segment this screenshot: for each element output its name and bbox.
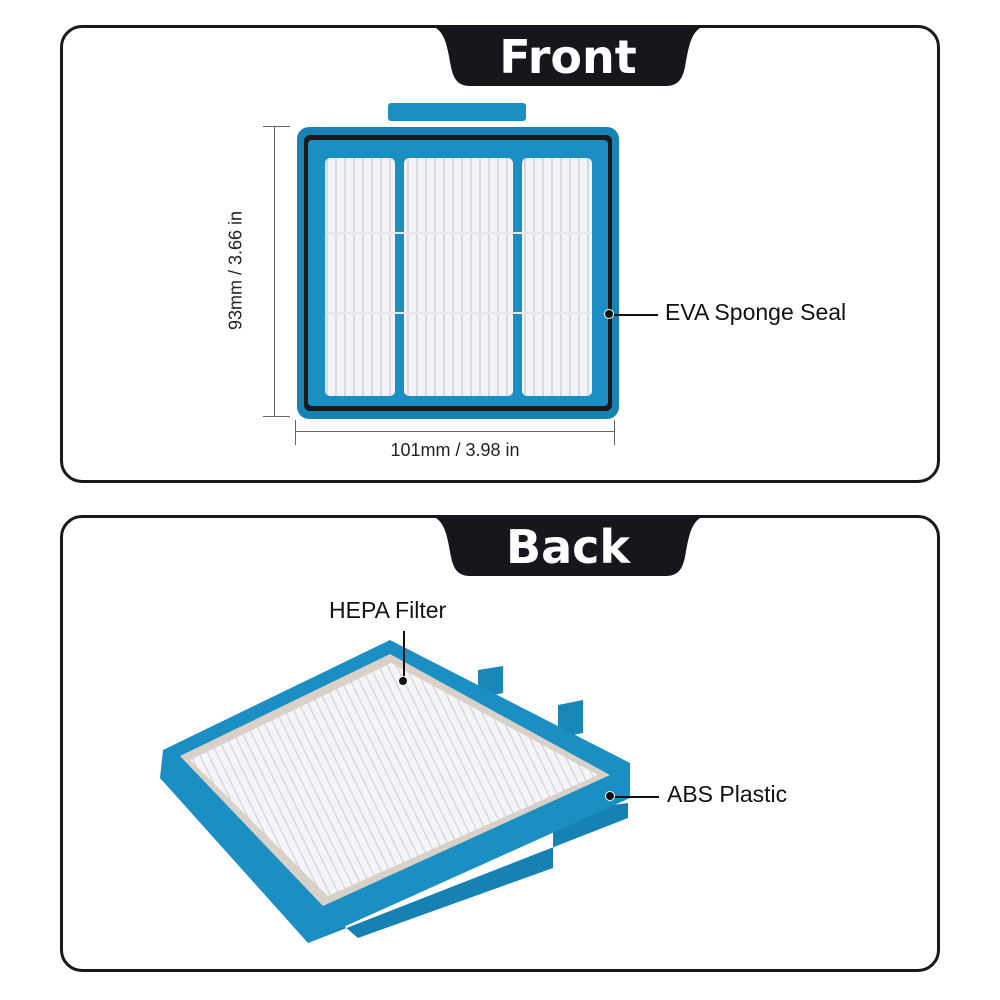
- front-view-panel: Front 93mm / 3.66 in 101mm / 3.98 in: [60, 25, 940, 483]
- width-ruler-line: [295, 431, 614, 432]
- hepa-callout-label: HEPA Filter: [329, 597, 447, 623]
- back-title-tab: Back: [429, 515, 707, 579]
- tab-shape: [429, 25, 707, 86]
- abs-callout-label: ABS Plastic: [667, 781, 788, 807]
- back-title: Back: [506, 520, 630, 574]
- front-title-tab: Front: [429, 25, 707, 89]
- height-ruler-tick-bottom: [263, 416, 290, 417]
- front-filter-image: [297, 103, 619, 419]
- width-dimension-label: 101mm / 3.98 in: [390, 440, 520, 460]
- height-ruler-line: [274, 126, 275, 416]
- width-ruler-tick-right: [614, 420, 615, 445]
- back-filter-image: [160, 640, 630, 943]
- back-view-panel: Back HEPA Filter ABS Plastic: [60, 515, 940, 972]
- front-title: Front: [499, 30, 637, 84]
- width-ruler-tick-left: [295, 420, 296, 445]
- height-ruler-tick-top: [263, 126, 290, 127]
- hepa-callout-line: [403, 631, 405, 677]
- hepa-callout-dot: [398, 676, 408, 686]
- abs-callout-dot: [605, 791, 615, 801]
- abs-callout-line: [615, 796, 659, 798]
- tab-shape: [429, 515, 707, 576]
- height-dimension-label: 93mm / 3.66 in: [225, 210, 246, 331]
- seal-callout-dot: [604, 309, 614, 319]
- seal-callout-line: [614, 314, 658, 316]
- seal-callout-label: EVA Sponge Seal: [665, 299, 847, 325]
